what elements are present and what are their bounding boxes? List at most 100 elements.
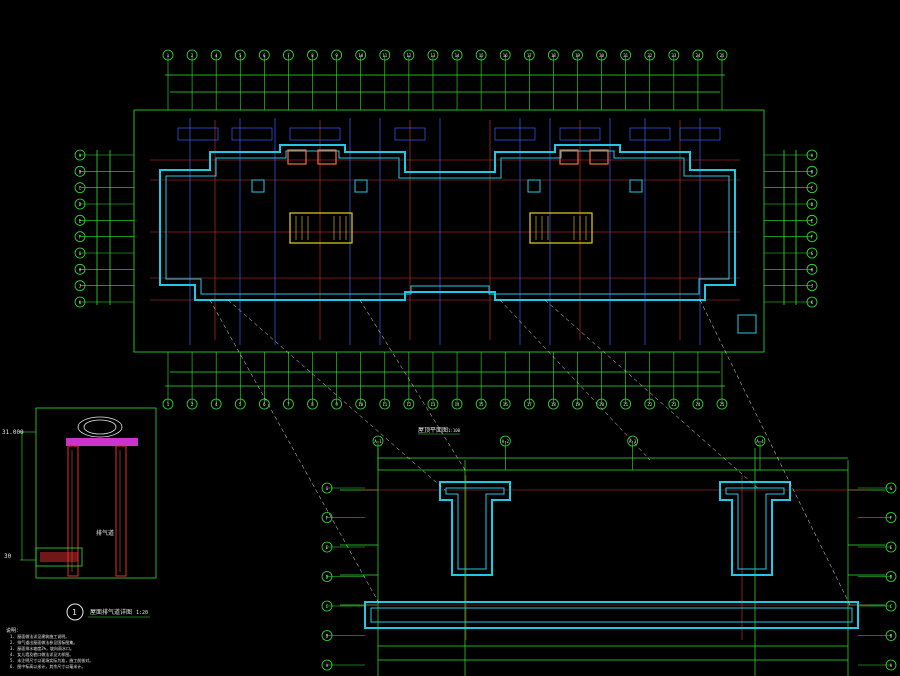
plan-right-axis-2-bubble (806, 182, 818, 194)
plan-left-axis-7-label: H (79, 267, 82, 272)
plan-top-axis-17-label: 19 (575, 53, 580, 58)
plan-top-axis-20-label: 22 (647, 53, 652, 58)
plan-bottom-axis-2-label: 4 (215, 402, 218, 407)
plan-top-axis-23-bubble (716, 49, 728, 61)
plan-top-axis-7-label: 9 (335, 53, 338, 58)
roof-top-axis-3-label: A-4 (756, 439, 764, 444)
plan-bottom-axis-8-bubble (355, 398, 367, 410)
roof-right-axis-2-bubble (885, 541, 897, 553)
plan-bottom-axis-16-label: 18 (551, 402, 556, 407)
plan-top-axis-4-bubble (258, 49, 270, 61)
plan-left-axis-1-label: B (79, 169, 82, 174)
plan-bottom-axis-4-label: 6 (263, 402, 266, 407)
plan-bottom-axis-12-label: 14 (455, 402, 460, 407)
plan-bottom-axis-21-label: 23 (671, 402, 676, 407)
plan-top-axis-9-bubble (379, 49, 391, 61)
roof-top-axis-0-label: A-1 (374, 439, 382, 444)
plan-top-axis-17-bubble (572, 49, 583, 61)
detail-scale: 1:20 (136, 610, 148, 616)
detail-title: 屋面排气道详图 (90, 608, 132, 616)
detail-number: 1 (72, 608, 77, 617)
plan-right-axis-3-bubble (806, 198, 818, 210)
roof-plan-scale: 1:100 (448, 428, 461, 433)
plan-bottom-axis-6-label: 8 (311, 402, 314, 407)
plan-top-axis-21-label: 23 (671, 53, 676, 58)
plan-bottom-axis-12-bubble (451, 398, 463, 410)
plan-top-axis-14-label: 16 (503, 53, 508, 58)
plan-bottom-axis-9-bubble (379, 398, 391, 410)
plan-right-axis-8-label: J (811, 284, 813, 289)
plan-bottom-axis-1-label: 2 (191, 402, 194, 407)
main-floor-plan: 1245678910111213141516171819202122232425… (74, 49, 818, 410)
plan-top-axis-14-bubble (499, 49, 511, 61)
plan-right-axis-8-bubble (806, 280, 818, 292)
stair-right (529, 212, 593, 244)
note-line-3: 3. 屋面排水坡度2%，坡向雨水口。 (10, 645, 74, 651)
plan-left-axis-4-label: E (79, 218, 82, 223)
plan-top-axis-13-bubble (475, 49, 487, 61)
plan-top-axis-3-label: 5 (239, 53, 242, 58)
plan-top-axis-7-bubble (331, 49, 343, 61)
plan-bottom-axis-15-label: 17 (527, 402, 532, 407)
plan-top-axis-1-label: 2 (191, 53, 194, 58)
plan-right-axis-5-label: F (811, 235, 814, 240)
building-outline-walls (159, 144, 736, 301)
plan-left-axis-5-bubble (74, 231, 86, 243)
note-line-1: 1. 屋面做法详见建筑施工说明。 (10, 633, 69, 639)
plan-top-axis-2-label: 4 (215, 53, 218, 58)
vent-shafts (287, 149, 609, 165)
vent-detail-section: 31.000 30 排气道 1 屋面排气道详图 1:20 (2, 407, 157, 621)
plan-top-axis-11-label: 13 (431, 53, 436, 58)
plan-top-axis-22-bubble (692, 49, 704, 61)
roof-right-axis-6-bubble (885, 659, 897, 671)
roof-left-axis-3-label: D (326, 575, 329, 580)
plan-right-axis-7-label: H (811, 267, 814, 272)
plan-bottom-axis-3-label: 5 (239, 402, 242, 407)
roof-plan-title: 屋顶平面图 (418, 427, 448, 434)
plan-bottom-axis-22-label: 24 (695, 402, 700, 407)
plan-top-axis-21-bubble (668, 49, 680, 61)
plan-top-axis-2-bubble (210, 49, 222, 61)
plan-bottom-axis-18-bubble (596, 398, 607, 410)
plan-bottom-axis-20-label: 22 (647, 402, 652, 407)
roof-top-axis-2-label: A-3 (629, 439, 637, 444)
plan-top-axis-13-label: 15 (479, 53, 484, 58)
plan-top-axis-10-bubble (403, 49, 415, 61)
plan-top-axis-3-bubble (234, 49, 246, 61)
plan-bottom-axis-23-bubble (716, 398, 728, 410)
plan-bottom-axis-10-bubble (403, 398, 415, 410)
roof-left-axis-1-label: F (326, 516, 329, 521)
plan-bottom-axis-23-label: 25 (720, 402, 725, 407)
plan-right-axis-5-bubble (806, 231, 818, 243)
plan-right-axis-4-bubble (806, 214, 818, 226)
plan-bottom-axis-14-bubble (499, 398, 511, 410)
plan-bottom-axis-19-bubble (620, 398, 632, 410)
plan-top-axis-1-bubble (186, 49, 198, 61)
roof-right-axis-4-label: C (890, 604, 893, 609)
plan-top-axis-0-bubble (162, 49, 174, 61)
roof-right-axis-0-bubble (885, 482, 897, 494)
roof-right-axis-1-label: F (890, 516, 893, 521)
roof-right-axis-3-label: D (890, 575, 893, 580)
plan-bottom-axis-5-bubble (283, 398, 294, 410)
plan-top-axis-16-label: 18 (551, 53, 556, 58)
roof-right-axis-5-label: B (890, 634, 893, 639)
plan-top-axis-12-bubble (451, 49, 463, 61)
note-line-4: 4. 女儿墙及檐口做法详见大样图。 (10, 651, 73, 657)
roof-left-axis-5-bubble (321, 630, 333, 641)
plan-bottom-axis-2-bubble (210, 398, 222, 410)
plan-left-axis-0-bubble (74, 149, 86, 161)
plan-bottom-axis-17-label: 19 (575, 402, 580, 407)
plan-left-axis-9-label: K (79, 300, 82, 305)
plan-top-axis-19-bubble (620, 49, 632, 61)
plan-right-axis-1-label: B (811, 169, 814, 174)
plan-top-axis-8-label: 10 (358, 53, 363, 58)
plan-bottom-axis-5-label: 7 (287, 402, 290, 407)
plan-bottom-axis-8-label: 10 (358, 402, 363, 407)
plan-left-axis-6-label: G (79, 251, 82, 256)
plan-right-axis-2-label: C (811, 186, 814, 191)
note-line-2: 2. 排气道出屋面做法参见国标图集。 (10, 639, 77, 645)
